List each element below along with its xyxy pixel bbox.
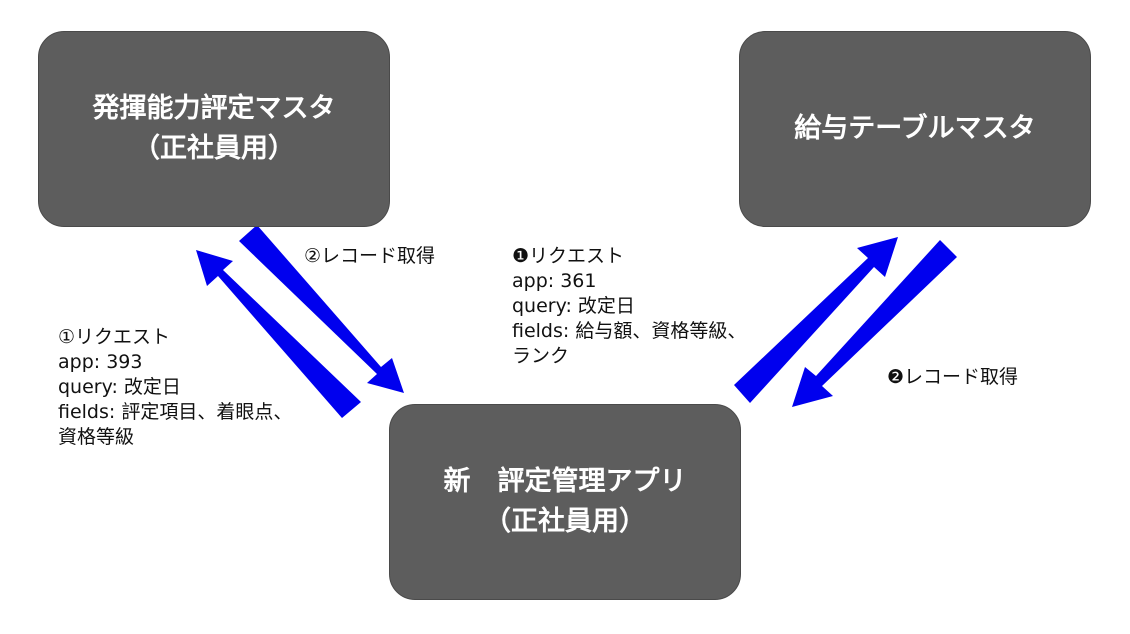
left-get-text: ②レコード取得 [304,245,436,267]
left-request-query: query: 改定日 [58,376,181,398]
right-request-title: ❶リクエスト [512,245,625,267]
right-request-fields-cont: ランク [512,345,570,367]
eval-master-subtitle: （正社員用） [133,133,295,164]
left-request-app: app: 393 [58,351,143,373]
arrow-left-request-up [196,250,361,418]
right-get-label: ❷レコード取得 [887,365,1018,390]
left-get-label: ②レコード取得 [304,244,435,269]
new-app-box: 新 評定管理アプリ （正社員用） [389,404,741,600]
new-app-subtitle: （正社員用） [484,506,646,537]
arrow-left-get-down [239,225,404,393]
left-request-title: ①リクエスト [58,326,171,348]
new-app-title: 新 評定管理アプリ [443,466,687,497]
arrow-right-request-up [734,237,898,403]
eval-master-box: 発揮能力評定マスタ （正社員用） [38,31,390,227]
salary-master-title: 給与テーブルマスタ [794,113,1036,144]
right-request-app: app: 361 [512,270,597,292]
left-request-fields-cont: 資格等級 [58,426,135,448]
right-get-text: ❷レコード取得 [887,366,1019,388]
right-request-fields: fields: 給与額、資格等級、 [512,320,747,342]
salary-master-box: 給与テーブルマスタ [739,31,1091,227]
left-request-label: ①リクエスト app: 393 query: 改定日 fields: 評定項目、… [58,325,292,450]
right-request-query: query: 改定日 [512,295,635,317]
right-request-label: ❶リクエスト app: 361 query: 改定日 fields: 給与額、資… [512,244,746,369]
arrow-right-get-down [792,240,957,407]
eval-master-title: 発揮能力評定マスタ [92,93,336,124]
left-request-fields: fields: 評定項目、着眼点、 [58,401,293,423]
